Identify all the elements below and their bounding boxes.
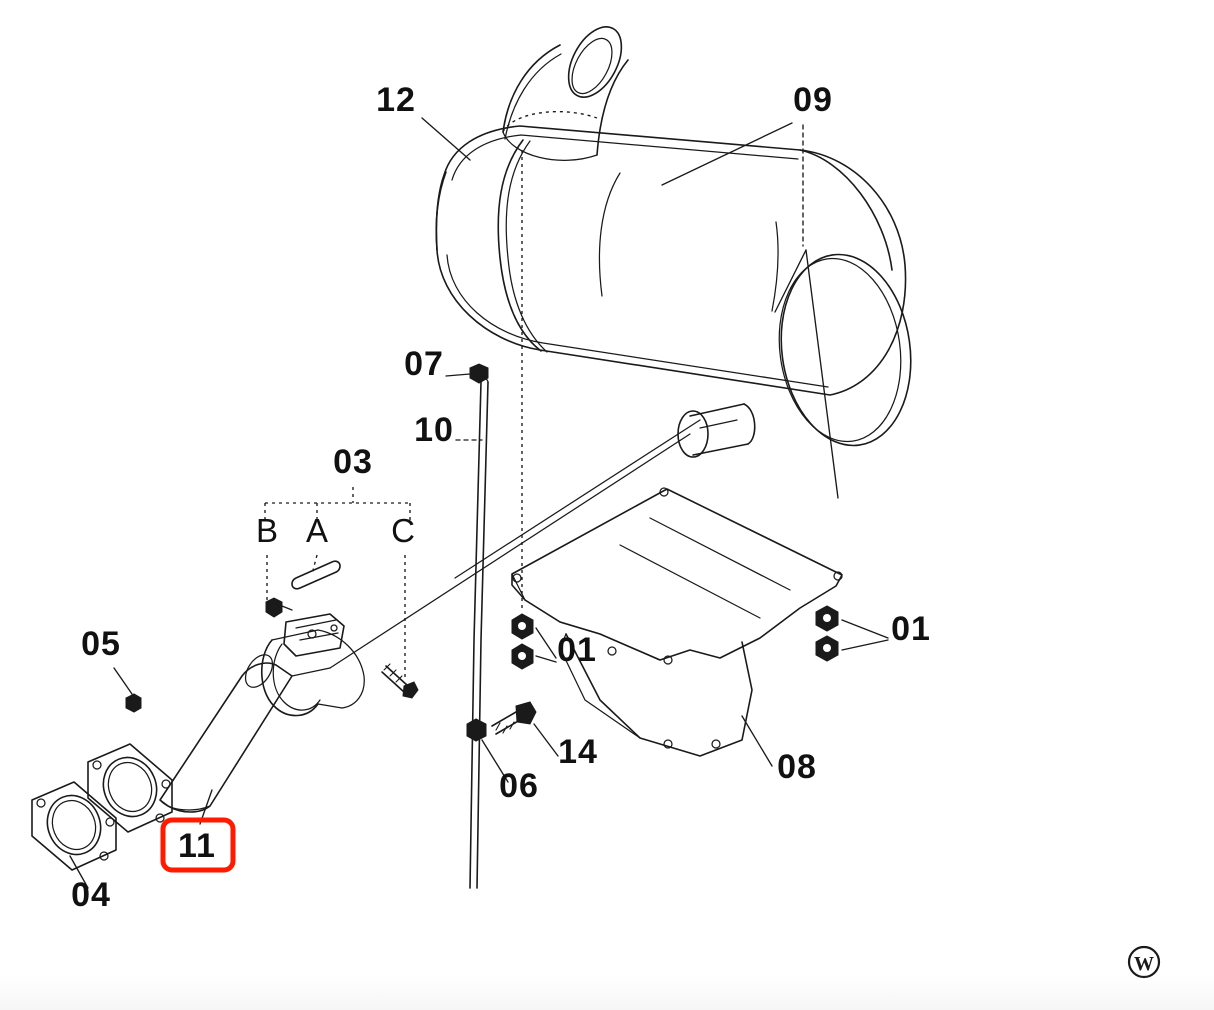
callout-03: 03 <box>333 443 373 481</box>
clamp-assembly <box>261 560 419 717</box>
callout-06: 06 <box>499 767 539 805</box>
nut-lower-rod <box>466 718 487 742</box>
callout-14: 14 <box>558 733 598 771</box>
highlight-box-11 <box>160 817 236 873</box>
watermark-letter: W <box>1134 953 1154 975</box>
muffler-band-clamps <box>598 172 779 312</box>
nut-upper-rod <box>469 363 489 384</box>
muffler-body-group <box>329 26 912 669</box>
callout-04: 04 <box>71 876 111 914</box>
clamp-kit-bolt <box>381 663 419 699</box>
bolt-bracket <box>491 701 537 735</box>
callout-09: 09 <box>793 81 833 119</box>
callout-01-left: 01 <box>557 631 597 669</box>
callout-08: 08 <box>777 748 817 786</box>
callout-05: 05 <box>81 625 121 663</box>
nut-flange <box>125 693 142 713</box>
callout-C: C <box>391 512 415 549</box>
callout-labels: 12 09 07 10 03 B A C 05 01 01 14 06 08 1… <box>71 81 931 914</box>
callout-B: B <box>256 512 278 549</box>
hanger-rod <box>469 378 489 889</box>
callout-07: 07 <box>404 345 444 383</box>
nut-left-pair <box>511 613 534 670</box>
exhaust-pipe-group <box>31 654 331 871</box>
callout-10: 10 <box>414 411 454 449</box>
heat-shield-bracket <box>511 487 843 757</box>
callout-A: A <box>306 512 328 549</box>
callout-12: 12 <box>376 81 416 119</box>
callout-01-right: 01 <box>891 610 931 648</box>
callout-11: 11 <box>178 827 216 865</box>
clamp-kit-pin <box>291 560 341 590</box>
clamp-kit-nut <box>265 597 293 618</box>
nut-right-pair <box>815 605 839 662</box>
watermark: W <box>1127 945 1161 979</box>
